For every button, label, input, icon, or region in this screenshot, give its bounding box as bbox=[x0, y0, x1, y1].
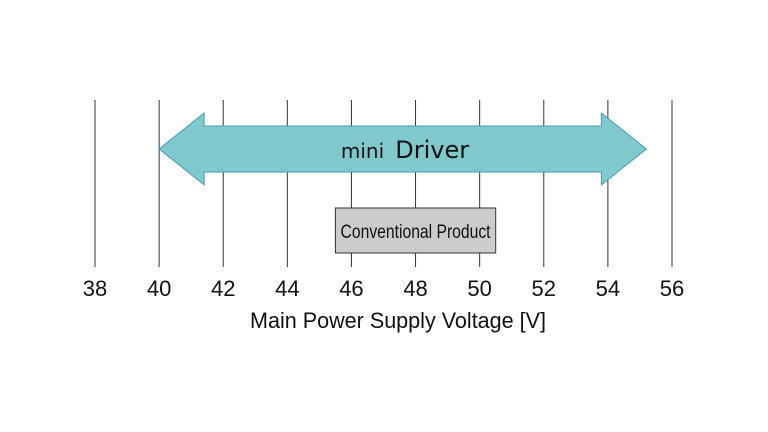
conventional-product-box bbox=[334, 207, 497, 254]
mini-driver-double-arrow bbox=[158, 111, 648, 187]
x-tick-label: 50 bbox=[467, 276, 491, 301]
conventional-product-label: Conventional Product bbox=[341, 222, 492, 243]
x-tick-label: 52 bbox=[532, 276, 556, 301]
x-tick-label: 42 bbox=[211, 276, 235, 301]
mini-driver-label: mini Driver bbox=[341, 136, 469, 164]
x-tick-label: 44 bbox=[275, 276, 299, 301]
x-axis-tick-labels: 38 40 42 44 46 48 50 52 54 56 bbox=[83, 276, 684, 301]
x-axis-title: Main Power Supply Voltage [V] bbox=[250, 308, 546, 333]
mini-driver-label-main: Driver bbox=[395, 136, 469, 164]
x-tick-label: 40 bbox=[147, 276, 171, 301]
conventional-product-range: Conventional Product bbox=[334, 207, 497, 254]
x-tick-label: 38 bbox=[83, 276, 107, 301]
mini-driver-range: mini Driver bbox=[158, 111, 648, 187]
x-tick-label: 54 bbox=[596, 276, 620, 301]
x-tick-label: 46 bbox=[339, 276, 363, 301]
x-tick-label: 56 bbox=[660, 276, 684, 301]
x-tick-label: 48 bbox=[403, 276, 427, 301]
mini-driver-label-prefix: mini bbox=[341, 139, 384, 163]
